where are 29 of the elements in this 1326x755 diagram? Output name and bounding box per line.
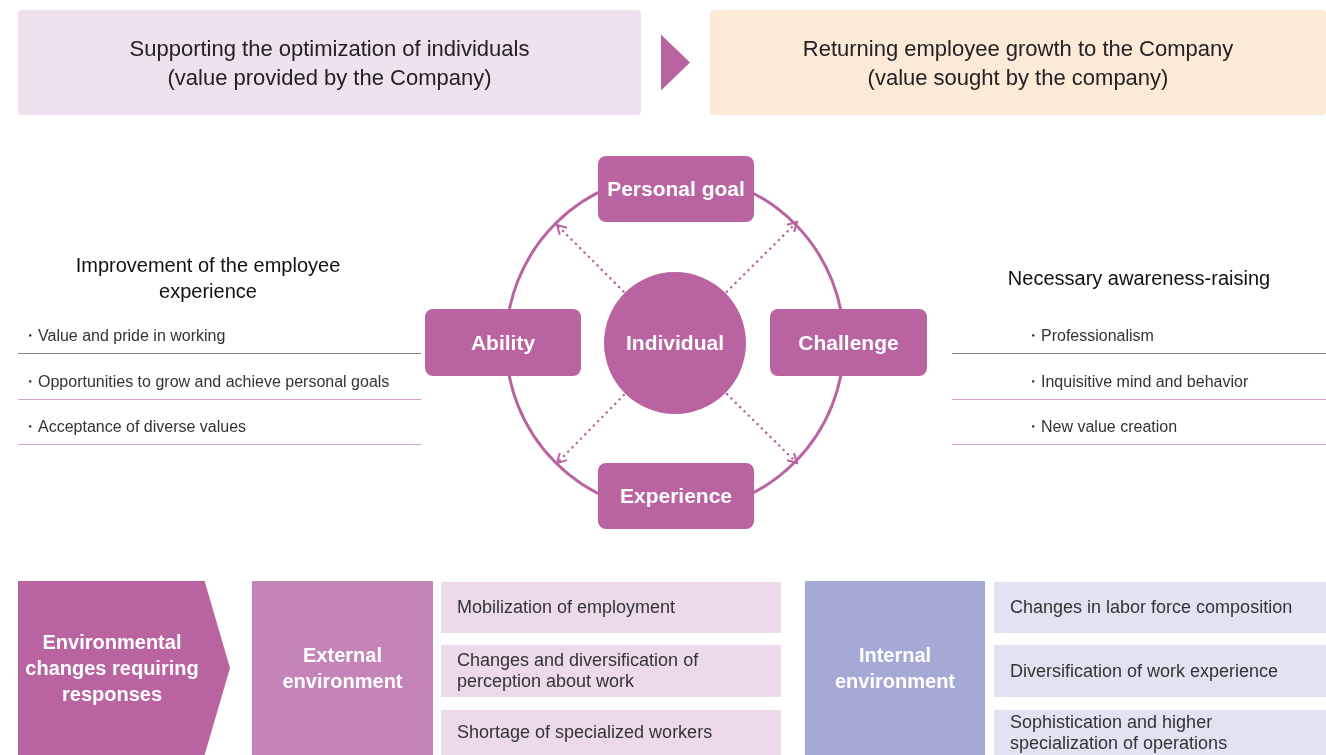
section-heading: Necessary awareness-raising: [1006, 266, 1272, 291]
arrow-banner: Environmental changes requiring responses: [18, 581, 230, 755]
center-circle: Individual: [604, 272, 746, 414]
factor-box: Changes in labor force composition: [994, 582, 1326, 633]
bullet-item: ・Inquisitive mind and behavior: [1025, 372, 1249, 392]
value-banner: Supporting the optimization of individuals (value provided by the Company): [18, 10, 641, 115]
dotted-arrow: [725, 220, 799, 293]
factor-box: Changes and diversification of perception about work: [441, 645, 781, 697]
bullet-item: ・Acceptance of diverse values: [22, 417, 247, 437]
factor-box: Mobilization of employment: [441, 582, 781, 633]
factor-box: Diversification of work experience: [994, 645, 1326, 697]
chevron-arrow: [661, 34, 690, 91]
element-box: Personal goal: [598, 156, 754, 222]
element-box: Ability: [425, 309, 581, 376]
section-heading: Improvement of the employee experience: [74, 253, 342, 304]
element-box: Experience: [598, 463, 754, 529]
dotted-arrow: [555, 393, 626, 465]
factor-box: Sophistication and higher specialization of operations: [994, 710, 1326, 755]
factor-box: Shortage of specialized workers: [441, 710, 781, 755]
category-box: Internal environment: [805, 581, 985, 755]
bullet-item: ・Value and pride in working: [22, 326, 226, 346]
element-box: Challenge: [770, 309, 927, 376]
category-box: External environment: [252, 581, 433, 755]
value-banner: Returning employee growth to the Company (value sought by the company): [710, 10, 1326, 115]
dotted-arrow: [555, 223, 625, 293]
bullet-item: ・Opportunities to grow and achieve personal goals: [22, 372, 390, 392]
bullet-item: ・New value creation: [1025, 417, 1178, 437]
dotted-arrow: [725, 392, 799, 465]
bullet-item: ・Professionalism: [1025, 326, 1154, 346]
